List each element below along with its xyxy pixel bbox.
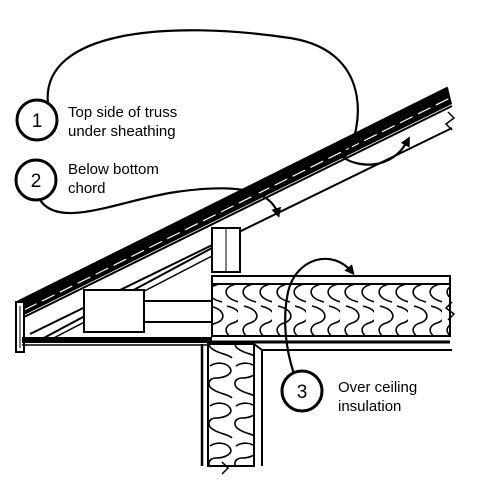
exterior-wall [200, 343, 452, 467]
blocking [211, 227, 241, 273]
callout-1-number: 1 [32, 111, 43, 132]
break-marks [221, 111, 456, 475]
callout-2: 2 [14, 158, 282, 218]
vent-baffle [83, 289, 212, 333]
roof-sheathing [17, 86, 452, 316]
callout-3-label-line2: insulation [338, 398, 401, 415]
callout-2-label-line2: chord [68, 180, 106, 197]
callout-3-number: 3 [297, 382, 308, 403]
callout-2-number: 2 [31, 171, 42, 192]
callout-1: 1 [15, 29, 410, 166]
ceiling-insulation [211, 275, 451, 344]
callout-labels: Top side of truss under sheathing Below … [68, 104, 417, 415]
callout-1-label-line1: Top side of truss [68, 104, 177, 121]
callout-2-label-line1: Below bottom [68, 161, 159, 178]
callout-1-label-line2: under sheathing [68, 123, 176, 140]
fascia-soffit [15, 301, 212, 353]
callout-3-label-line1: Over ceiling [338, 379, 417, 396]
callout-3: 3 [280, 257, 355, 413]
